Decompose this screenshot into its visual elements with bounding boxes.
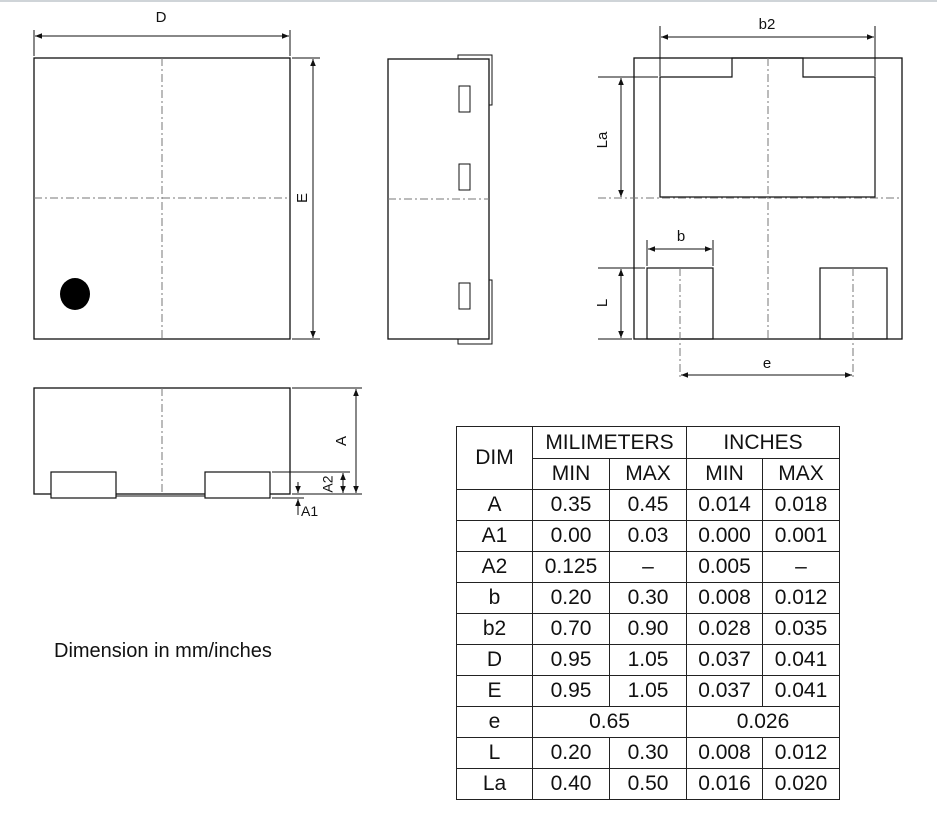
table-subheader-row: MIN MAX MIN MAX — [457, 458, 840, 490]
table-row: b2 0.70 0.90 0.028 0.035 — [456, 613, 840, 645]
header-mm-min: MIN — [532, 458, 610, 490]
label-b: b — [677, 228, 685, 245]
front-terminal-left — [50, 471, 117, 499]
table-row: b 0.20 0.30 0.008 0.012 — [456, 582, 840, 614]
header-inches: INCHES — [686, 426, 840, 459]
table-row: D 0.95 1.05 0.037 0.041 — [456, 644, 840, 676]
label-E: E — [294, 193, 311, 203]
top-view: D E — [33, 9, 320, 340]
side-window-1 — [458, 85, 471, 113]
label-D: D — [156, 9, 167, 26]
large-pad — [659, 57, 876, 198]
pin1-marker-dot — [60, 278, 90, 310]
table-row: A1 0.00 0.03 0.000 0.001 — [456, 520, 840, 552]
bottom-view: b2 La L b e — [594, 16, 903, 380]
table-row: A 0.35 0.45 0.014 0.018 — [456, 489, 840, 521]
dimension-table: DIM MILIMETERS INCHES MIN MAX MIN MAX A … — [456, 426, 840, 800]
table-row: e 0.65 0.026 — [456, 706, 840, 738]
label-e: e — [763, 355, 771, 372]
side-view — [387, 54, 493, 345]
header-millimeters: MILIMETERS — [532, 426, 687, 459]
header-dim: DIM — [456, 426, 533, 490]
label-La: La — [594, 131, 611, 148]
table-row: L 0.20 0.30 0.008 0.012 — [456, 737, 840, 769]
header-in-max: MAX — [762, 458, 840, 490]
side-window-3 — [458, 282, 471, 310]
header-in-min: MIN — [686, 458, 763, 490]
label-b2: b2 — [759, 16, 776, 33]
table-header-row: DIM MILIMETERS INCHES — [456, 426, 840, 490]
label-A2: A2 — [320, 475, 336, 492]
terminal-bottom — [457, 279, 493, 345]
terminal-top — [457, 54, 493, 106]
front-terminal-right — [204, 471, 271, 499]
side-window-2 — [458, 163, 471, 191]
label-L: L — [594, 299, 611, 307]
dimension-caption: Dimension in mm/inches — [54, 640, 272, 662]
table-row: E 0.95 1.05 0.037 0.041 — [456, 675, 840, 707]
front-view: A A2 A1 — [33, 387, 362, 519]
header-mm-max: MAX — [609, 458, 687, 490]
table-row: La 0.40 0.50 0.016 0.020 — [456, 768, 840, 800]
label-A: A — [333, 436, 350, 446]
top-border — [0, 0, 937, 2]
table-row: A2 0.125 – 0.005 – — [456, 551, 840, 583]
label-A1: A1 — [301, 503, 318, 519]
